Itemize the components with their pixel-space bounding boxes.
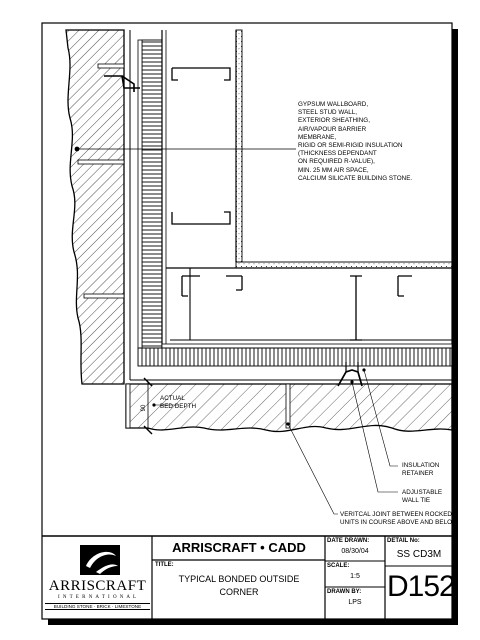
wall-tie-lower <box>337 369 363 387</box>
company-header: ARRISCRAFT • CADD <box>172 540 306 555</box>
scale-value: 1:5 <box>350 573 360 580</box>
title-label: TITLE: <box>155 562 174 568</box>
title-block <box>42 535 452 619</box>
wall-tie-upper <box>104 75 140 92</box>
sheathing-horizontal <box>161 343 453 349</box>
detail-number: D152 <box>387 570 456 603</box>
vertical-joint-note: VERITCAL JOINT BETWEEN ROCKED UNITS IN C… <box>340 511 458 527</box>
scale-label: SCALE: <box>327 563 350 569</box>
sheathing-vertical <box>137 39 143 349</box>
mortar-joint <box>77 159 125 165</box>
vertical-joint-leader <box>287 423 338 515</box>
wall-tie-leader <box>351 381 398 493</box>
insulation-retainer-leader <box>363 369 398 467</box>
assembly-note: GYPSUM WALLBOARD, STEEL STUD WALL, EXTER… <box>298 101 413 182</box>
wall-tie-note: ADJUSTABLE WALL TIE <box>402 489 443 505</box>
arriscraft-logo-mark <box>80 545 120 575</box>
rigid-insulation-horizontal <box>137 347 453 367</box>
drawn-by-value: LPS <box>348 599 362 606</box>
steel-stud <box>171 67 231 81</box>
title-line-2: CORNER <box>219 587 259 597</box>
detail-code: SS CD3M <box>396 549 442 560</box>
vertical-mortar-joint <box>285 383 291 429</box>
rigid-insulation-vertical <box>141 39 163 349</box>
logo-tagline: BUILDING STONE · BRICK · LIMESTONE <box>45 603 150 610</box>
bed-dim-text: 90 <box>141 404 147 411</box>
steel-stud <box>171 211 231 225</box>
gypsum-board-vertical <box>235 29 243 263</box>
insulation-retainer-note: INSULATION RETAINER <box>402 462 440 478</box>
bed-depth-note: ACTUAL BED DEPTH <box>160 395 197 411</box>
detail-label: DETAIL No: <box>387 538 420 544</box>
section-detail: 90 <box>65 29 453 515</box>
stud-track <box>170 268 452 341</box>
logo-subtitle: I N T E R N A T I O N A L <box>57 595 138 600</box>
title-line-1: TYPICAL BONDED OUTSIDE <box>178 574 300 584</box>
mortar-joint <box>83 293 125 299</box>
date-label: DATE DRAWN: <box>327 538 370 544</box>
logo-name: ARRISCRAFT <box>48 578 147 594</box>
mortar-joint <box>97 63 125 69</box>
gypsum-board-horizontal <box>235 261 453 269</box>
date-value: 08/30/04 <box>341 548 369 555</box>
drawn-by-label: DRAWN BY: <box>327 589 362 595</box>
